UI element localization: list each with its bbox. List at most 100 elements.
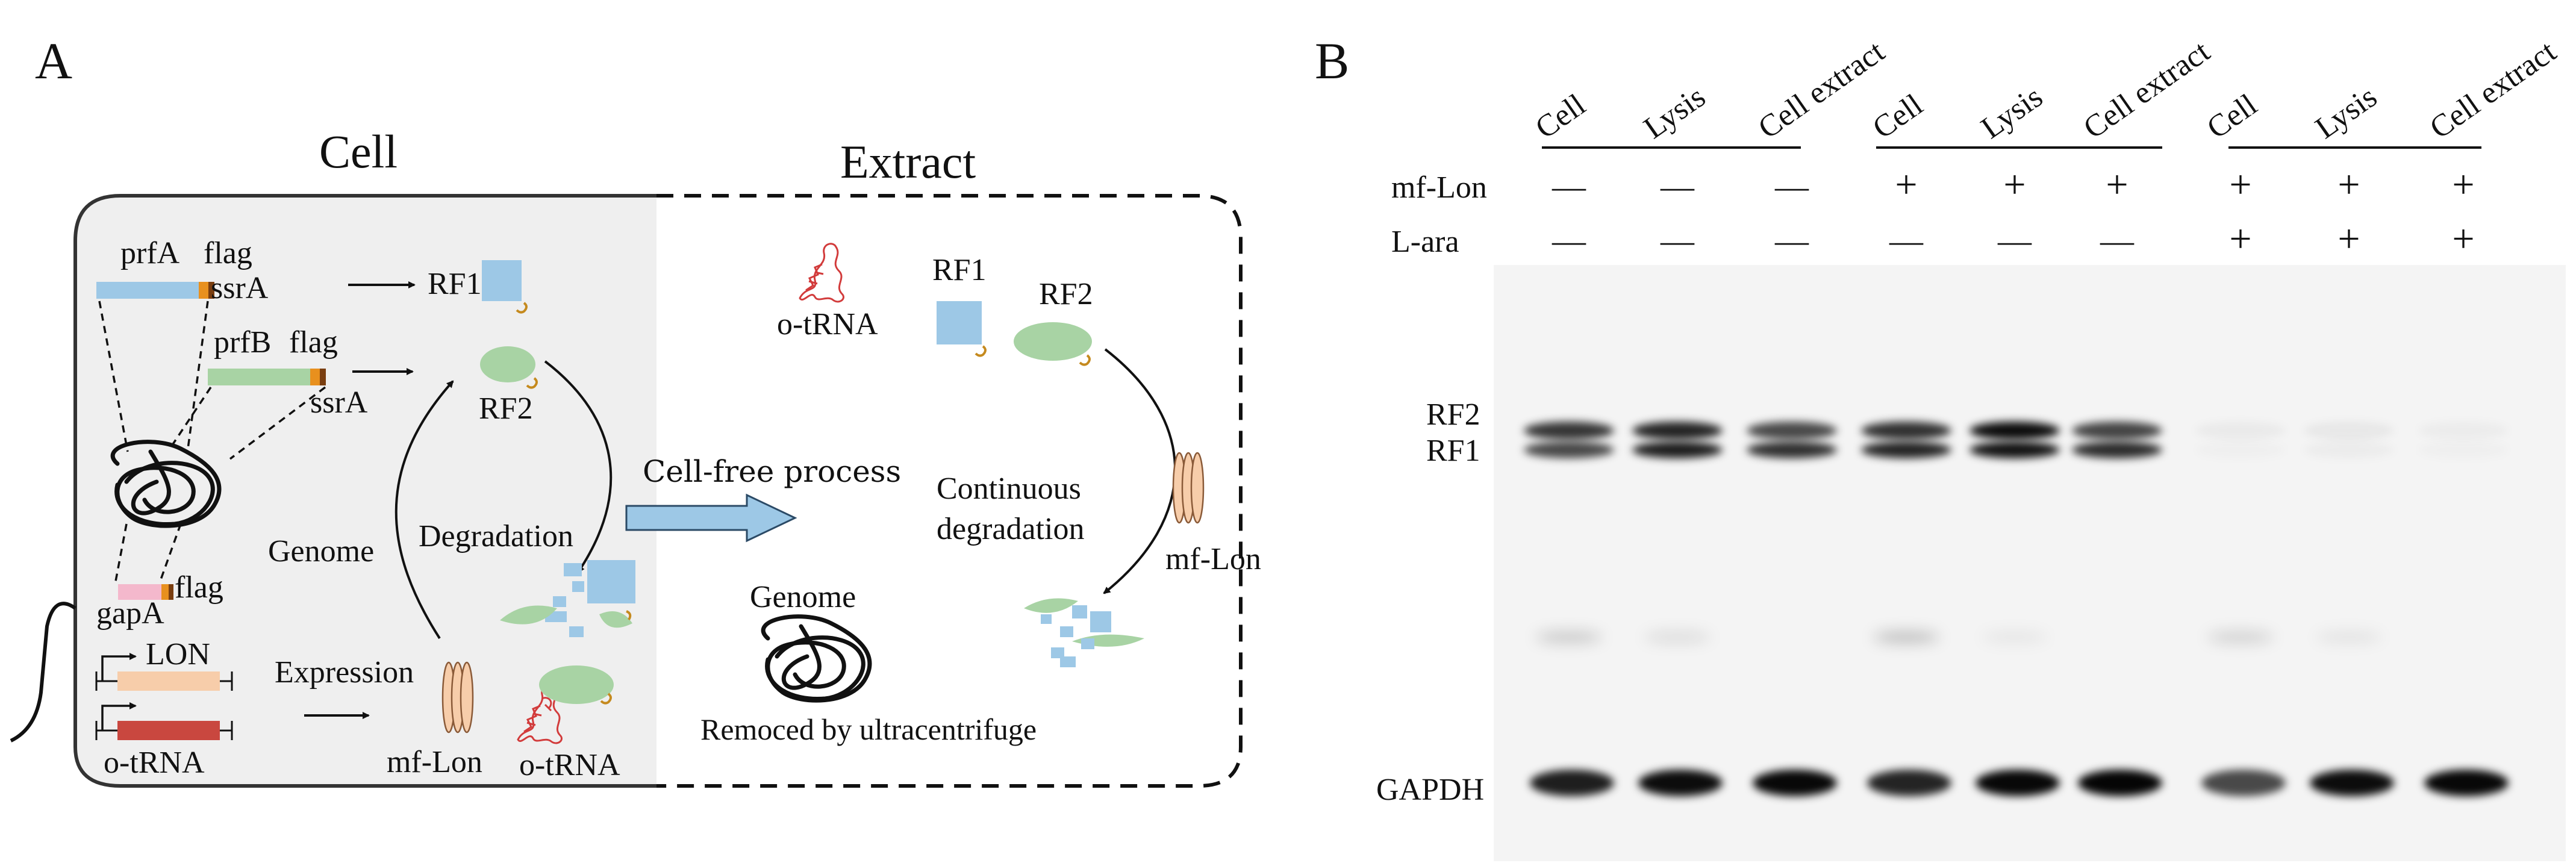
lane-label: Lysis bbox=[1638, 79, 1712, 146]
arc-extract-degradation bbox=[1103, 348, 1176, 594]
minus-sign: — bbox=[2100, 222, 2135, 260]
rf2-band bbox=[1524, 422, 1614, 440]
mflon-extract-label: mf-Lon bbox=[1165, 542, 1261, 576]
lane-label: Lysis bbox=[1975, 79, 2049, 146]
rf2-band bbox=[2072, 422, 2162, 440]
minus-sign: — bbox=[1660, 222, 1695, 260]
condition-row-label: mf-Lon bbox=[1391, 170, 1487, 205]
rf1-extract-label: RF1 bbox=[932, 253, 987, 287]
arc-rf2-to-degradation bbox=[544, 360, 613, 573]
rf1-band bbox=[2195, 441, 2286, 458]
gapA-gene: flag gapA bbox=[96, 570, 223, 631]
faint-band bbox=[1982, 631, 2048, 643]
ssrA-a-label: ssrA bbox=[211, 271, 269, 305]
ssrA-b-label: ssrA bbox=[310, 385, 368, 420]
faint-band bbox=[2207, 631, 2274, 643]
plus-sign: + bbox=[2003, 163, 2026, 207]
minus-sign: — bbox=[1552, 222, 1586, 260]
faint-band bbox=[2316, 631, 2382, 643]
gapdh-band bbox=[2201, 770, 2286, 796]
rf2-band bbox=[1632, 422, 1723, 440]
rf2-band bbox=[1861, 422, 1951, 440]
flag-a-label: flag bbox=[204, 236, 252, 270]
gapdh-band-label: GAPDH bbox=[1376, 773, 1484, 807]
cell-title: Cell bbox=[319, 125, 398, 178]
gapdh-band bbox=[2424, 770, 2509, 796]
rf1-band bbox=[1747, 441, 1837, 458]
rf1-band bbox=[2418, 441, 2509, 458]
rf1-band bbox=[1861, 441, 1951, 458]
rf2-tag-cell bbox=[526, 377, 538, 389]
rf2-tag-extract bbox=[1079, 354, 1091, 366]
prfB-gene: prfB flag ssrA bbox=[208, 325, 368, 420]
flag-gap-label: flag bbox=[175, 570, 223, 605]
faint-band bbox=[1644, 631, 1711, 643]
rf2-band bbox=[1747, 422, 1837, 440]
membrane-tail bbox=[10, 602, 76, 743]
arc-lon-to-rf2 bbox=[395, 380, 454, 640]
rf2-cell-label: RF2 bbox=[479, 391, 533, 426]
lane-label: Cell bbox=[1867, 87, 1929, 145]
rf2-band bbox=[2304, 422, 2394, 440]
prfA-gene: prfA flag ssrA bbox=[96, 236, 269, 305]
rf2-band bbox=[2195, 422, 2286, 440]
plus-sign: + bbox=[2337, 163, 2360, 207]
removed-label: Remoced by ultracentrifuge bbox=[700, 712, 1037, 746]
rf1-cell-label: RF1 bbox=[428, 267, 482, 301]
rf1-protein-cell bbox=[482, 260, 528, 314]
degradation-label: Degradation bbox=[419, 519, 573, 553]
lane-label: Cell bbox=[1529, 87, 1592, 145]
lane-label: Cell extract bbox=[1752, 34, 1891, 146]
plus-sign: + bbox=[2229, 217, 2251, 261]
gene-connectors bbox=[98, 301, 326, 582]
genome-extract-icon bbox=[761, 614, 872, 703]
panel-b-letter: B bbox=[1315, 32, 1349, 90]
minus-sign: — bbox=[1552, 168, 1586, 205]
plus-sign: + bbox=[2229, 163, 2251, 207]
gapdh-band bbox=[1638, 770, 1723, 796]
plus-sign: + bbox=[2106, 163, 2128, 207]
otrna-gene-label: o-tRNA bbox=[104, 746, 205, 780]
panel-a: A Cell Extract prfA flag ssrA RF1 bbox=[10, 32, 1261, 788]
prfB-label: prfB bbox=[214, 325, 271, 360]
rf2-protein-cell bbox=[480, 346, 535, 382]
cellfree-arrow bbox=[625, 493, 797, 543]
otrna-gene: o-tRNA bbox=[95, 702, 233, 780]
minus-sign: — bbox=[1997, 222, 2032, 260]
rf1-band bbox=[1524, 441, 1614, 458]
condition-rows: mf-Lon———++++++L-ara——————+++ bbox=[1391, 163, 2475, 261]
degraded-fragments-extract bbox=[1024, 598, 1144, 667]
lane-label: Cell bbox=[2201, 87, 2263, 145]
plus-sign: + bbox=[2452, 217, 2474, 261]
minus-sign: — bbox=[1889, 222, 1924, 260]
mflon-cell-icon bbox=[441, 661, 474, 734]
genome-cell-label: Genome bbox=[268, 534, 374, 569]
otrna-extract-icon bbox=[799, 243, 844, 303]
gapdh-band bbox=[1976, 770, 2060, 796]
panel-a-letter: A bbox=[35, 32, 72, 90]
plus-sign: + bbox=[2452, 163, 2474, 207]
rf2-protein-extract bbox=[1014, 322, 1092, 361]
mflon-cell-label: mf-Lon bbox=[387, 745, 482, 779]
expression-label: Expression bbox=[275, 655, 414, 690]
otrna-extract-label: o-tRNA bbox=[777, 307, 878, 341]
continuous-label-2: degradation bbox=[937, 512, 1084, 546]
rf1-band-label: RF1 bbox=[1426, 434, 1480, 468]
lane-label: Cell extract bbox=[2424, 34, 2563, 146]
rf1-band bbox=[1632, 441, 1723, 458]
gapdh-band bbox=[2078, 770, 2162, 796]
genome-extract-label: Genome bbox=[750, 580, 856, 614]
minus-sign: — bbox=[1774, 222, 1809, 260]
cellfree-label: Cell-free process bbox=[643, 454, 901, 489]
gapA-label: gapA bbox=[96, 596, 164, 631]
gapdh-band bbox=[1867, 770, 1951, 796]
lon-gene: LON bbox=[95, 637, 233, 691]
rf2-extract-label: RF2 bbox=[1039, 277, 1093, 311]
degraded-fragments-cell bbox=[500, 560, 635, 705]
rf2-band-label: RF2 bbox=[1426, 397, 1480, 432]
rf2-band bbox=[2418, 422, 2509, 440]
continuous-label-1: Continuous bbox=[937, 472, 1081, 506]
